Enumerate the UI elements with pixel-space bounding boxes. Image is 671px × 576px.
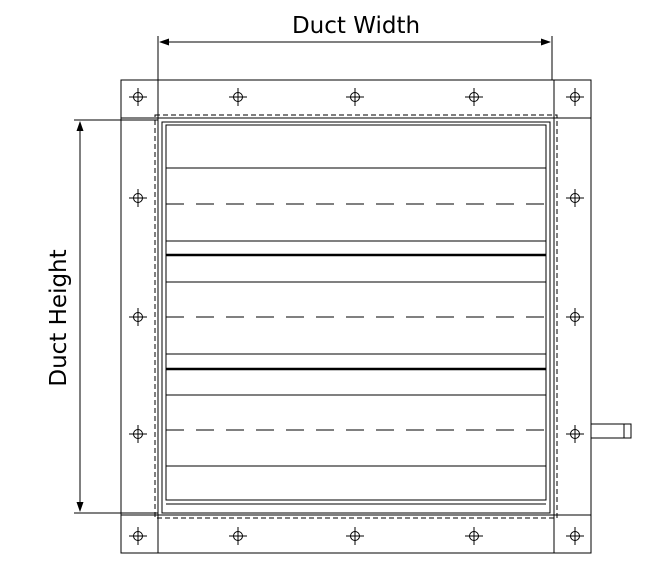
- width-dimension: [157, 36, 553, 80]
- frame-inner-channel: [161, 121, 551, 514]
- crosshair-bolt-icon: [465, 88, 483, 106]
- crosshair-bolt-icon: [129, 189, 147, 207]
- crosshair-bolt-icon: [129, 527, 147, 545]
- frame-outer: [120, 79, 592, 554]
- crosshair-bolt-icon: [566, 527, 584, 545]
- crosshair-bolt-icon: [346, 527, 364, 545]
- crosshair-bolt-icon: [129, 425, 147, 443]
- crosshair-bolt-icon: [566, 88, 584, 106]
- crosshair-bolt-icon: [465, 527, 483, 545]
- crosshair-bolt-icon: [566, 308, 584, 326]
- bolt-holes: [129, 88, 584, 545]
- crosshair-bolt-icon: [129, 308, 147, 326]
- blades: [166, 167, 546, 505]
- duct-width-label: Duct Width: [292, 13, 420, 39]
- height-dimension: [74, 119, 158, 514]
- crosshair-bolt-icon: [129, 88, 147, 106]
- crosshair-bolt-icon: [346, 88, 364, 106]
- blade-housing: [165, 124, 547, 501]
- crosshair-bolt-icon: [229, 527, 247, 545]
- crosshair-bolt-icon: [229, 88, 247, 106]
- hidden-inner-outline: [154, 114, 558, 519]
- hidden-edges: [154, 114, 558, 519]
- crosshair-bolt-icon: [566, 189, 584, 207]
- actuator-shaft-icon: [590, 423, 632, 439]
- crosshair-bolt-icon: [566, 425, 584, 443]
- duct-height-label: Duct Height: [46, 249, 72, 386]
